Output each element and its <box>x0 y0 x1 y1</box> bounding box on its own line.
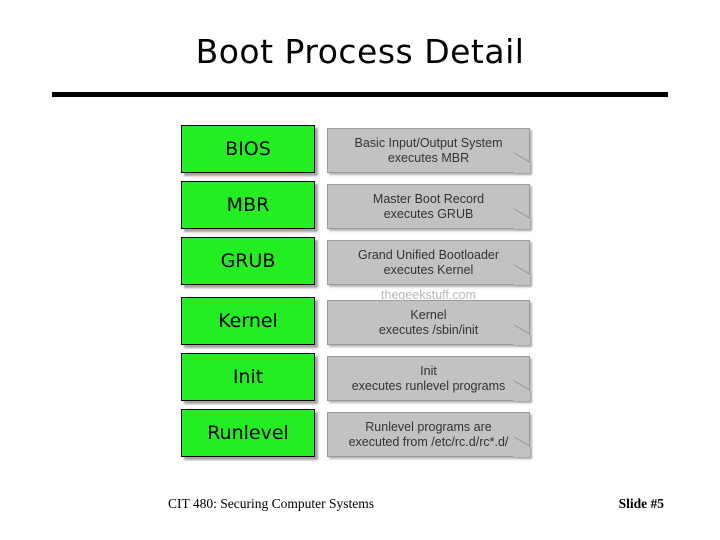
desc-box-runlevel: Runlevel programs are executed from /etc… <box>327 412 531 457</box>
desc-line-2: executes GRUB <box>383 206 474 221</box>
folded-corner-icon <box>513 162 530 173</box>
boot-step-row: Init Init executes runlevel programs <box>175 353 545 401</box>
folded-corner-icon <box>513 274 530 285</box>
folded-corner-icon <box>513 334 530 345</box>
boot-step-row: Kernel Kernel executes /sbin/init <box>175 297 545 345</box>
boot-step-row: GRUB Grand Unified Bootloader executes K… <box>175 237 545 285</box>
desc-box-init: Init executes runlevel programs <box>327 356 531 401</box>
desc-line-1: Runlevel programs are <box>365 419 492 434</box>
title-divider <box>52 92 668 97</box>
desc-line-1: Basic Input/Output System <box>354 135 503 150</box>
desc-line-1: Grand Unified Bootloader <box>357 247 500 262</box>
desc-box-bios: Basic Input/Output System executes MBR <box>327 128 531 173</box>
stage-box-kernel: Kernel <box>181 297 315 345</box>
boot-step-row: BIOS Basic Input/Output System executes … <box>175 125 545 173</box>
desc-line-2: executes Kernel <box>383 262 474 277</box>
stage-box-mbr: MBR <box>181 181 315 229</box>
folded-corner-icon <box>513 446 530 457</box>
desc-line-1: Init <box>420 363 437 378</box>
desc-line-2: executes MBR <box>387 150 470 165</box>
stage-box-init: Init <box>181 353 315 401</box>
stage-box-bios: BIOS <box>181 125 315 173</box>
boot-step-row: Runlevel Runlevel programs are executed … <box>175 409 545 457</box>
desc-line-2: executed from /etc/rc.d/rc*.d/ <box>348 434 509 449</box>
desc-box-grub: Grand Unified Bootloader executes Kernel <box>327 240 531 285</box>
desc-line-2: executes /sbin/init <box>378 322 479 337</box>
desc-box-kernel: Kernel executes /sbin/init <box>327 300 531 345</box>
watermark-text: thegeekstuff.com <box>381 288 476 302</box>
desc-line-1: Kernel <box>410 307 447 322</box>
footer-slide-number: Slide #5 <box>618 496 664 511</box>
folded-corner-icon <box>513 218 530 229</box>
desc-line-2: executes runlevel programs <box>351 378 506 393</box>
stage-box-runlevel: Runlevel <box>181 409 315 457</box>
desc-box-mbr: Master Boot Record executes GRUB <box>327 184 531 229</box>
stage-box-grub: GRUB <box>181 237 315 285</box>
page-title: Boot Process Detail <box>195 32 525 71</box>
boot-step-row: MBR Master Boot Record executes GRUB <box>175 181 545 229</box>
boot-process-diagram: BIOS Basic Input/Output System executes … <box>175 125 545 465</box>
footer-course-label: CIT 480: Securing Computer Systems <box>168 496 374 511</box>
folded-corner-icon <box>513 390 530 401</box>
desc-line-1: Master Boot Record <box>372 191 485 206</box>
